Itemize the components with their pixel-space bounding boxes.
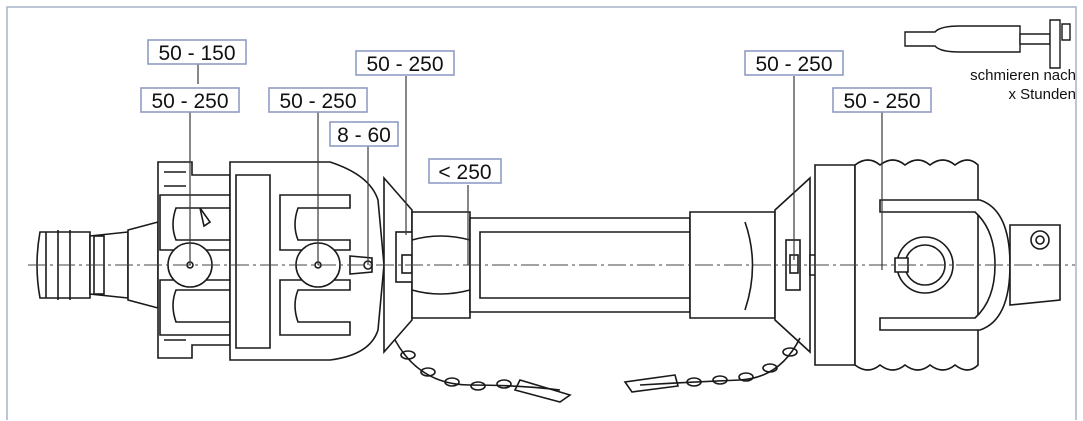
- right-yoke: [879, 199, 1061, 331]
- label-left-joint-cross: 50 - 250: [279, 90, 356, 113]
- label-box-left-shield-bearing: [355, 50, 455, 76]
- diagram-frame: [6, 6, 1077, 420]
- label-box-right-shield-bearing: [744, 50, 844, 76]
- lubrication-legend: schmieren nach x Stunden: [904, 19, 1076, 103]
- label-right-shield-bearing: 50 - 250: [755, 53, 832, 76]
- interval-labels: 50 - 150 50 - 250 50 - 250 8 - 60 50 - 2…: [140, 39, 932, 184]
- label-left-yoke-outer: 50 - 150: [158, 42, 235, 65]
- label-box-left-yoke-cross: [140, 87, 240, 113]
- grease-gun-icon: [904, 19, 1071, 69]
- label-left-shield-bearing: 50 - 250: [366, 53, 443, 76]
- label-tube-profile: < 250: [438, 161, 491, 184]
- legend-line-2: x Stunden: [1008, 86, 1076, 103]
- label-box-left-joint-cross: [268, 87, 368, 113]
- leader-lines: [189, 62, 883, 270]
- label-box-left-yoke-outer: [147, 39, 247, 65]
- label-left-yoke-cross: 50 - 250: [151, 90, 228, 113]
- label-box-left-joint-nipple: [329, 121, 399, 147]
- legend-line-1: schmieren nach: [970, 67, 1076, 84]
- label-box-right-joint-cross: [832, 87, 932, 113]
- right-safety-chain: [623, 337, 801, 393]
- label-box-tube-profile: [428, 158, 502, 184]
- label-left-joint-nipple: 8 - 60: [337, 124, 391, 147]
- left-safety-chain: [394, 339, 572, 403]
- label-right-joint-cross: 50 - 250: [843, 90, 920, 113]
- center-joint-housing: [229, 161, 385, 361]
